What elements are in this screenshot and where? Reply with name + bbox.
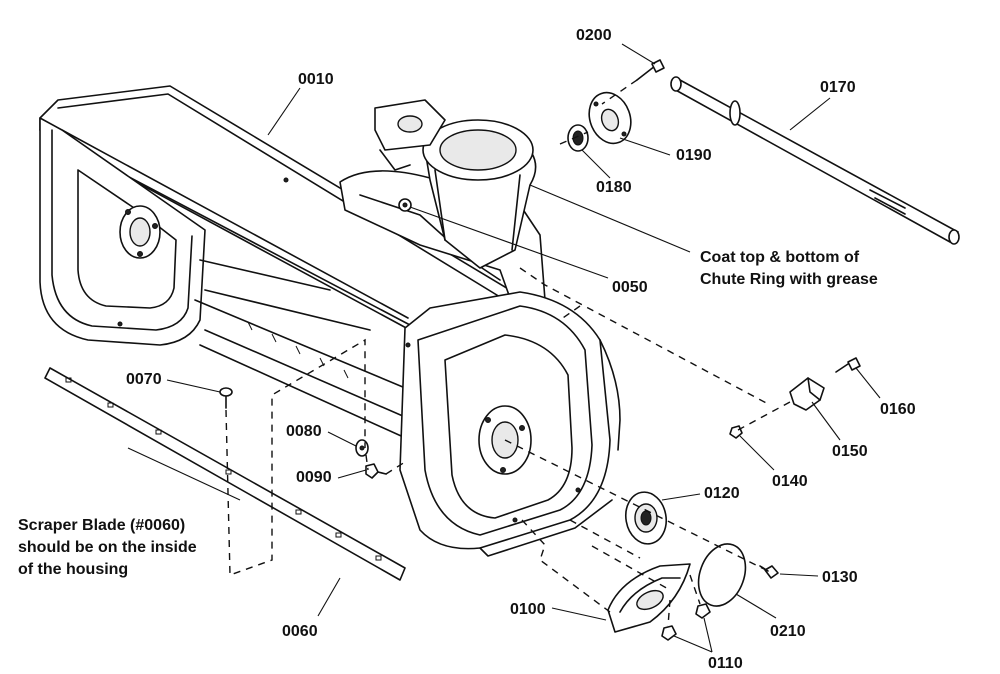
skid-nuts	[661, 603, 711, 641]
label-0100: 0100	[510, 601, 546, 618]
label-0110: 0110	[708, 655, 743, 672]
label-0210: 0210	[770, 623, 806, 640]
drive-shaft	[670, 76, 960, 245]
chute-note-line-2: Chute Ring with grease	[700, 271, 878, 288]
cover-plate	[697, 543, 747, 607]
bearing-flange	[624, 491, 668, 545]
bearing	[567, 124, 589, 152]
chute-ring-nut	[398, 198, 412, 212]
chute-note-line-1: Coat top & bottom of	[700, 249, 860, 266]
label-0190: 0190	[676, 147, 712, 164]
hex-nut	[365, 463, 387, 479]
label-0170: 0170	[820, 79, 856, 96]
label-0140: 0140	[772, 473, 808, 490]
label-0090: 0090	[296, 469, 332, 486]
scraper-note-line-3: of the housing	[18, 561, 128, 578]
scraper-note-line-1: Scraper Blade (#0060)	[18, 517, 185, 534]
label-0160: 0160	[880, 401, 916, 418]
flange-plate	[588, 91, 632, 145]
scraper-blade-note: Scraper Blade (#0060) should be on the i…	[18, 517, 197, 578]
label-0080: 0080	[286, 423, 322, 440]
auger-housing	[39, 85, 621, 557]
skid-shoe	[607, 563, 691, 633]
label-0120: 0120	[704, 485, 740, 502]
label-0180: 0180	[596, 179, 632, 196]
label-0130: 0130	[822, 569, 858, 586]
label-0010: 0010	[298, 71, 334, 88]
label-0200: 0200	[576, 27, 612, 44]
leader-lines	[127, 43, 881, 653]
label-0060: 0060	[282, 623, 318, 640]
assembly-lines	[225, 79, 791, 627]
bolt	[636, 59, 665, 81]
label-0050: 0050	[612, 279, 648, 296]
label-0150: 0150	[832, 443, 868, 460]
part-labels: 0010 0200 0170 0190 0180 0050 0070 0080 …	[126, 27, 916, 672]
label-0070: 0070	[126, 371, 162, 388]
washer	[355, 439, 369, 457]
carriage-bolt	[219, 387, 233, 409]
chute-clip	[789, 377, 825, 411]
scraper-note-line-2: should be on the inside	[18, 539, 197, 556]
clip-bolt	[835, 357, 861, 373]
chute-grease-note: Coat top & bottom of Chute Ring with gre…	[700, 249, 878, 288]
scraper-blade	[44, 367, 406, 581]
